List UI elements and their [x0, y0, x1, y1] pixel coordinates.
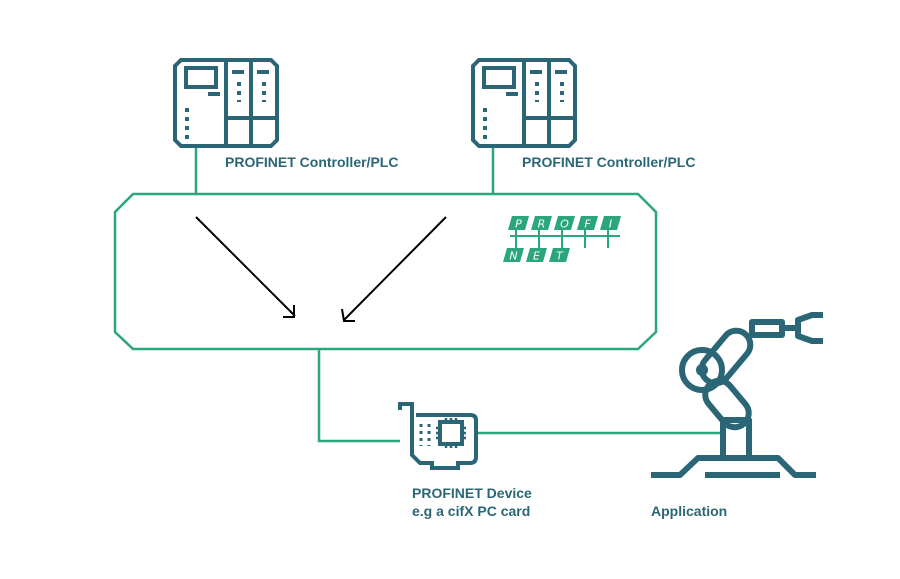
logo-tile — [503, 248, 524, 262]
logo-letter: F — [584, 218, 591, 231]
logo-tile — [508, 216, 529, 230]
logo-tile — [577, 216, 598, 230]
plc-controller-icon — [471, 58, 577, 148]
robot-arm-icon — [651, 312, 823, 478]
profinet-logo: P R O F I N E T — [503, 216, 621, 263]
logo-letter: R — [538, 218, 546, 231]
connections — [113, 146, 720, 443]
profinet-network-box — [113, 192, 658, 351]
plc-controller-icon — [173, 58, 279, 148]
logo-letter: P — [515, 218, 522, 231]
logo-letter: E — [533, 250, 540, 263]
arrow-head-right — [341, 308, 355, 322]
logo-tile — [554, 216, 575, 230]
logo-tile — [526, 248, 547, 262]
logo-tile — [531, 216, 552, 230]
plc-left-label: PROFINET Controller/PLC — [225, 154, 399, 170]
logo-tile — [600, 216, 621, 230]
arrow-from-right-plc — [343, 216, 447, 321]
device-label-line1: PROFINET Device — [412, 485, 532, 501]
logo-letter: N — [509, 250, 517, 263]
link-network-device — [317, 349, 400, 443]
logo-letter: I — [609, 218, 612, 231]
data-flow-arrows — [195, 216, 447, 322]
logo-tile — [549, 248, 570, 262]
plc-right-label: PROFINET Controller/PLC — [522, 154, 696, 170]
device-label-line2: e.g a cifX PC card — [412, 503, 531, 519]
pc-card-icon — [398, 402, 478, 470]
application-label: Application — [651, 503, 728, 519]
arrow-head-left — [283, 305, 295, 318]
arrow-from-left-plc — [195, 216, 296, 317]
logo-letter: T — [556, 250, 564, 263]
logo-letter: O — [560, 218, 569, 231]
